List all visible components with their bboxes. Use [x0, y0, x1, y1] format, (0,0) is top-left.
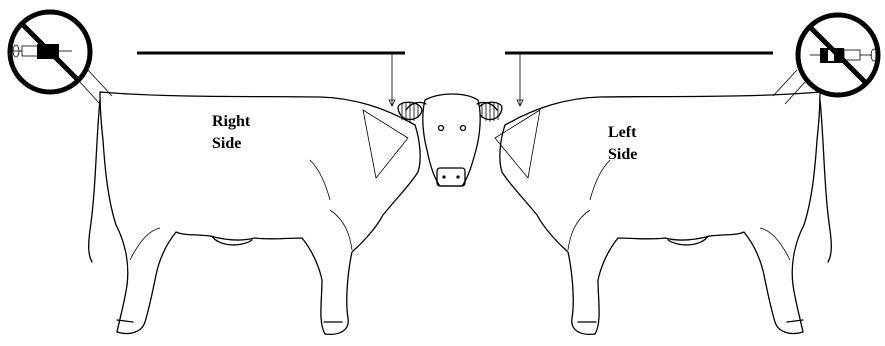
left-side-indicator [505, 51, 773, 107]
right-side-label-line-2: Side [212, 135, 242, 152]
right-neck-injection-zone [362, 109, 409, 179]
left-side-label-line-2: Side [608, 146, 638, 163]
right-side-label: Right Side [212, 111, 250, 155]
cow-right-side-view [88, 91, 421, 336]
right-side-indicator [137, 51, 405, 107]
left-side-label: Left Side [608, 122, 637, 166]
right-side-label-line-1: Right [212, 113, 251, 130]
left-side-label-line-1: Left [608, 124, 637, 141]
right-ear-tag [397, 101, 423, 122]
left-neck-injection-zone [494, 109, 541, 179]
no-injection-icon-right [772, 12, 881, 105]
cow-head-front-view [405, 93, 498, 187]
no-injection-icon-left [7, 9, 113, 105]
left-ear-tag [477, 101, 503, 122]
cow-left-side-view [499, 91, 832, 336]
